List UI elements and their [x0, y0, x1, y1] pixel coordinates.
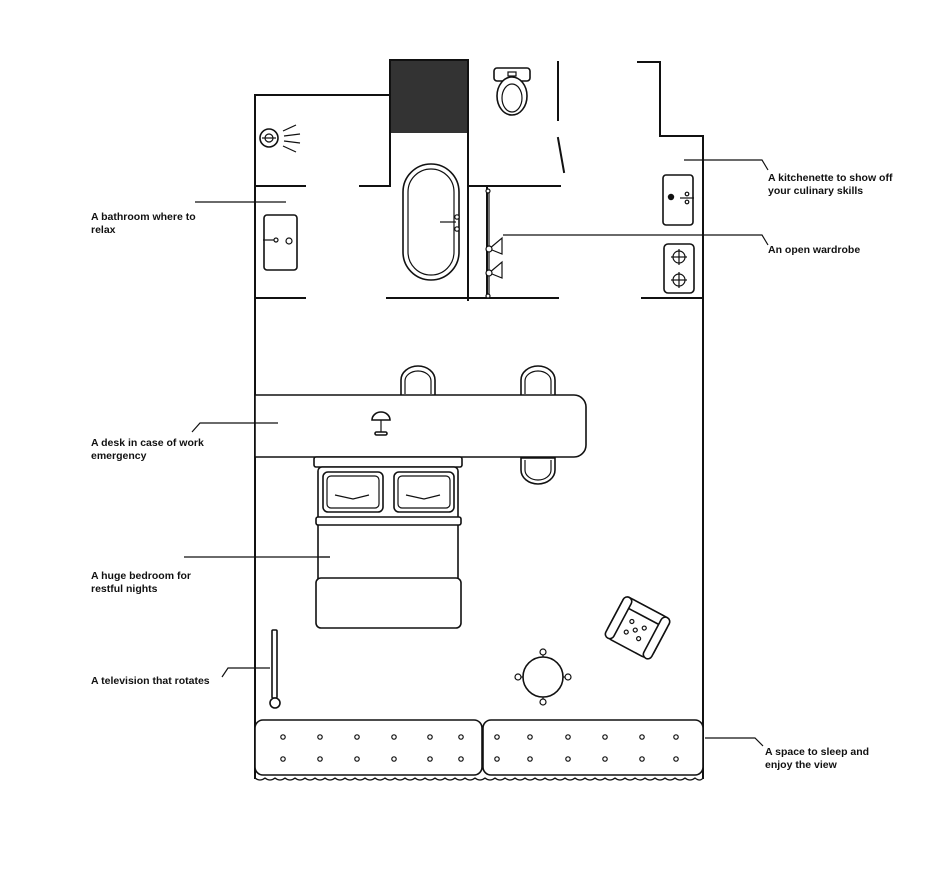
cushion-dot	[602, 734, 608, 740]
annotation-wardrobe: An open wardrobe	[768, 244, 928, 257]
annotation-window-bed-line-2: enjoy the view	[765, 758, 837, 771]
cushion-dot	[565, 756, 571, 762]
annotation-bathroom-line-1: A bathroom where to	[91, 211, 196, 223]
cushion-dot	[527, 734, 533, 740]
cushion-dot	[639, 734, 645, 740]
cushion-dot	[494, 734, 500, 740]
wall-lamp-icon	[259, 124, 301, 153]
desk-lamp-icon	[371, 411, 391, 436]
stove-icon	[663, 243, 695, 294]
annotation-kitchenette: A kitchenette to show off your culinary …	[768, 172, 928, 197]
cushion-dot	[317, 734, 323, 740]
annotation-bathroom: A bathroom where to relax	[91, 211, 231, 236]
cushion-dot	[354, 734, 360, 740]
annotation-television-line-1: A television that rotates	[91, 675, 210, 687]
annotation-kitchenette-line-1: A kitchenette to show off	[768, 172, 893, 184]
annotation-television: A television that rotates	[91, 675, 251, 688]
cushion-dot	[673, 756, 679, 762]
hanger-icon	[485, 188, 503, 299]
annotation-desk-line-2: emergency	[91, 449, 147, 462]
chair-icon	[520, 457, 556, 485]
bathtub-icon	[402, 163, 460, 281]
toilet-icon	[493, 67, 531, 116]
annotation-desk-line-1: A desk in case of work	[91, 437, 204, 449]
cushion-dot	[673, 734, 679, 740]
desk	[254, 394, 587, 458]
cushion-dot	[565, 734, 571, 740]
annotation-bedroom-line-2: restful nights	[91, 582, 158, 595]
cushion-dot	[458, 756, 464, 762]
cushion-dot	[354, 756, 360, 762]
round-table-icon	[514, 648, 572, 706]
cushion-dot	[458, 734, 464, 740]
cushion-dot	[317, 756, 323, 762]
chair-icon	[400, 365, 556, 397]
cushion-dot	[391, 734, 397, 740]
cushion-dot	[602, 756, 608, 762]
annotation-kitchenette-line-2: your culinary skills	[768, 184, 864, 197]
television-icon	[269, 629, 281, 709]
cushion-dot	[280, 756, 286, 762]
annotation-window-bed: A space to sleep and enjoy the view	[765, 746, 925, 771]
cushion-dot	[527, 756, 533, 762]
walls	[254, 59, 704, 781]
annotation-lines	[184, 159, 769, 747]
cushion-dot	[391, 756, 397, 762]
window-daybed	[254, 719, 704, 776]
cushion-dot	[639, 756, 645, 762]
shower-block	[391, 61, 467, 133]
annotation-bedroom: A huge bedroom for restful nights	[91, 570, 231, 595]
annotation-window-bed-line-1: A space to sleep and	[765, 746, 870, 758]
cushion-dot	[280, 734, 286, 740]
annotation-desk: A desk in case of work emergency	[91, 437, 241, 462]
bed	[313, 456, 463, 629]
annotation-wardrobe-line-1: An open wardrobe	[768, 244, 861, 256]
armchair-icon	[604, 596, 671, 660]
annotation-bathroom-line-2: relax	[91, 223, 116, 236]
cushion-dot	[494, 756, 500, 762]
sink-icon	[263, 214, 298, 271]
annotation-bedroom-line-1: A huge bedroom for	[91, 570, 191, 582]
cushion-dot	[427, 734, 433, 740]
cushion-dot	[427, 756, 433, 762]
kitchen-sink-icon	[662, 174, 694, 226]
